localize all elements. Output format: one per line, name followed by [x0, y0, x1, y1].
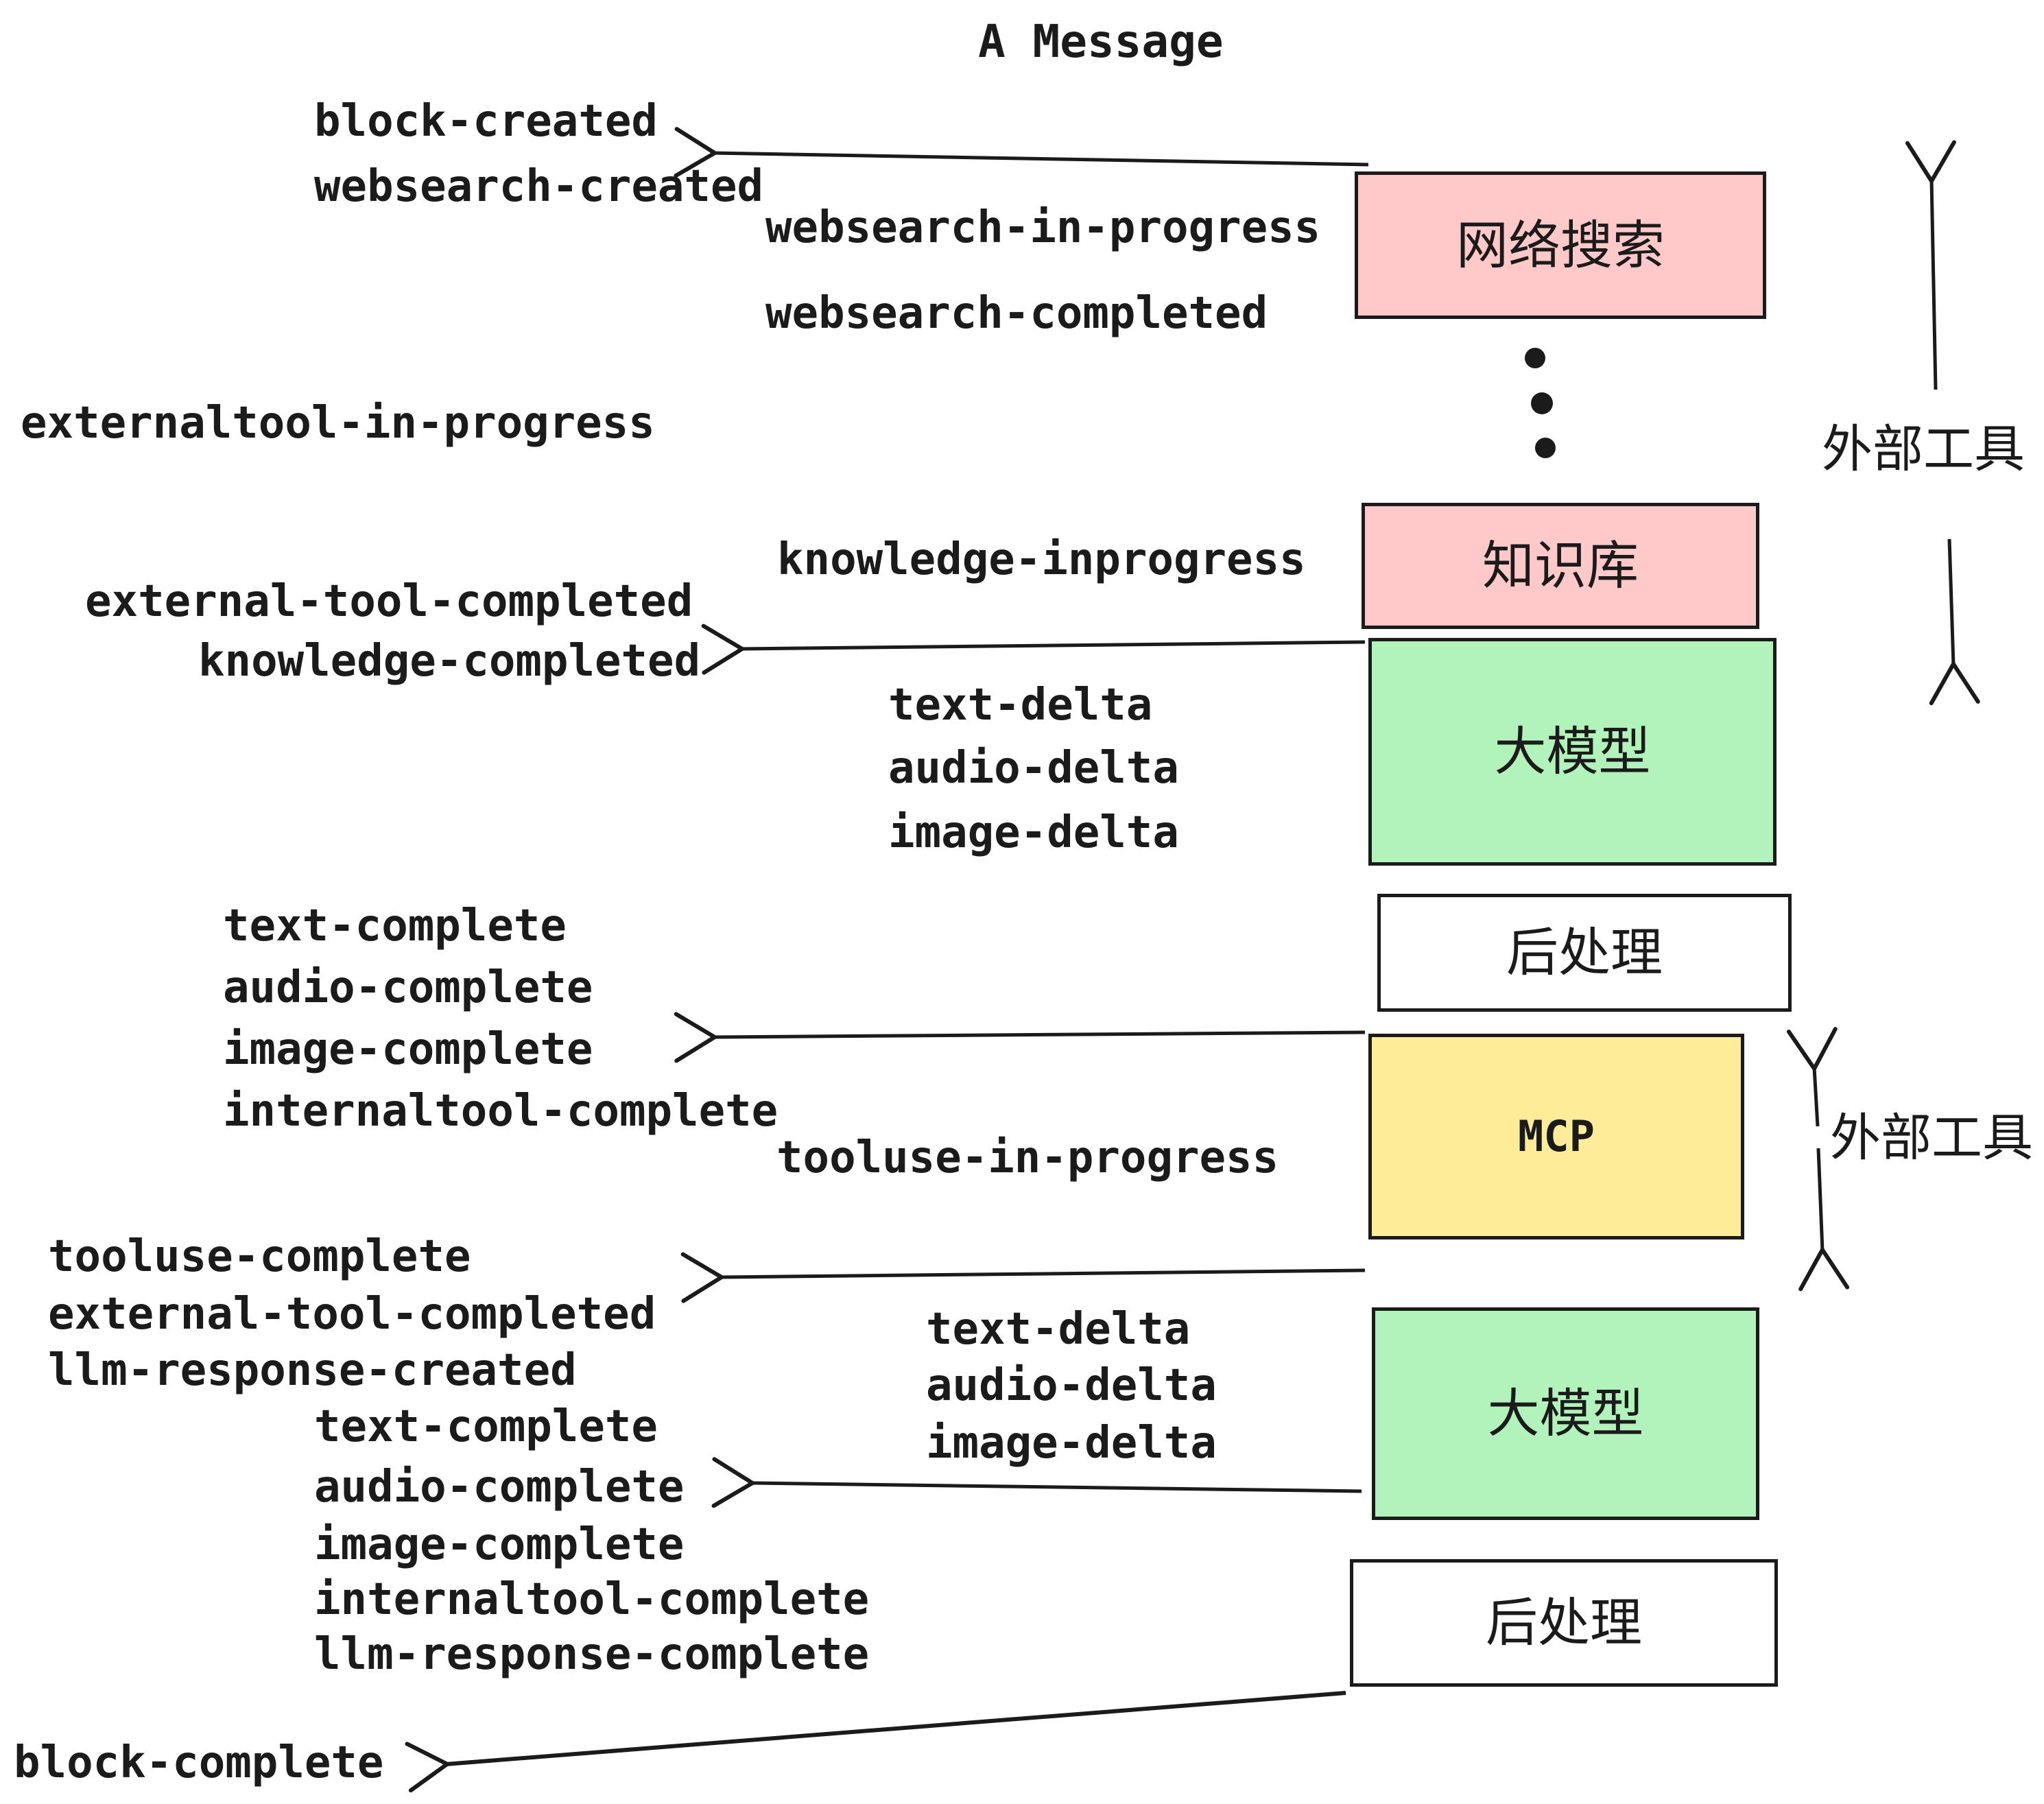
event-label-externaltool-in-progress: externaltool-in-progress — [21, 398, 655, 449]
ellipsis-dot — [1525, 348, 1545, 368]
box-llm-2: 大模型 — [1372, 1307, 1759, 1520]
box-knowledge: 知识库 — [1362, 503, 1759, 629]
event-label-text-delta-1: text-delta — [888, 680, 1153, 731]
box-mcp-label: MCP — [1518, 1111, 1595, 1161]
event-label-llm-response-created: llm-response-created — [48, 1345, 577, 1396]
event-label-tooluse-complete: tooluse-complete — [48, 1231, 471, 1282]
event-label-text-complete-1: text-complete — [223, 901, 567, 951]
event-label-text-delta-2: text-delta — [926, 1304, 1191, 1355]
event-label-external-tool-completed-2: external-tool-completed — [48, 1289, 656, 1340]
event-label-image-complete-1: image-complete — [223, 1024, 593, 1075]
box-postprocess-1: 后处理 — [1377, 894, 1792, 1012]
arrow-knowledge-completed — [701, 624, 1366, 675]
event-label-audio-complete-2: audio-complete — [314, 1462, 685, 1512]
box-websearch: 网络搜索 — [1355, 171, 1766, 319]
arrow-complete-2 — [711, 1457, 1362, 1508]
event-label-external-tool-completed: external-tool-completed — [85, 576, 693, 627]
box-postprocess-2-label: 后处理 — [1486, 1592, 1642, 1653]
arrow-external-tools-down — [1929, 538, 1980, 706]
arrow-websearch-created — [674, 127, 1369, 178]
event-label-text-complete-2: text-complete — [314, 1401, 658, 1452]
arrow-block-complete — [405, 1691, 1346, 1793]
event-label-tooluse-in-progress: tooluse-in-progress — [776, 1132, 1279, 1183]
event-label-internaltool-complete-1: internaltool-complete — [223, 1086, 779, 1137]
ellipsis-dot — [1531, 392, 1553, 414]
arrow-mcp-external-up — [1786, 1027, 1838, 1127]
event-label-image-complete-2: image-complete — [314, 1519, 685, 1570]
event-label-llm-response-complete: llm-response-complete — [314, 1629, 870, 1680]
event-label-image-delta-2: image-delta — [926, 1418, 1217, 1469]
event-label-audio-delta-1: audio-delta — [888, 743, 1179, 794]
event-label-knowledge-completed: knowledge-completed — [198, 636, 701, 687]
arrow-tooluse-complete — [680, 1252, 1366, 1303]
box-knowledge-label: 知识库 — [1482, 535, 1639, 596]
event-label-knowledge-inprogress: knowledge-inprogress — [777, 534, 1306, 585]
arrow-external-tools-up — [1905, 140, 1956, 390]
arrow-mcp-external-down — [1798, 1148, 1850, 1292]
box-llm-1: 大模型 — [1368, 638, 1776, 866]
box-llm-2-label: 大模型 — [1487, 1383, 1644, 1444]
box-postprocess-1-label: 后处理 — [1506, 922, 1663, 983]
box-websearch-label: 网络搜索 — [1456, 214, 1665, 276]
event-label-websearch-created: websearch-created — [314, 161, 764, 212]
event-label-audio-delta-2: audio-delta — [926, 1360, 1217, 1411]
event-label-internaltool-complete-2: internaltool-complete — [314, 1574, 870, 1625]
event-label-websearch-completed: websearch-completed — [765, 288, 1268, 339]
external-tools-annotation-top: 外部工具 — [1822, 420, 2025, 479]
event-label-audio-complete-1: audio-complete — [223, 962, 593, 1013]
page-title: A Message — [978, 15, 1224, 68]
box-mcp: MCP — [1368, 1034, 1744, 1239]
event-label-image-delta-1: image-delta — [888, 807, 1179, 858]
external-tools-annotation-mcp: 外部工具 — [1830, 1108, 2033, 1167]
event-label-block-created: block-created — [314, 96, 658, 147]
box-postprocess-2: 后处理 — [1350, 1559, 1778, 1687]
arrow-internal-complete-1 — [674, 1012, 1366, 1063]
ellipsis-dot — [1535, 438, 1556, 458]
event-label-block-complete: block-complete — [14, 1737, 384, 1788]
box-llm-1-label: 大模型 — [1494, 721, 1651, 782]
event-label-websearch-in-progress: websearch-in-progress — [765, 202, 1321, 253]
